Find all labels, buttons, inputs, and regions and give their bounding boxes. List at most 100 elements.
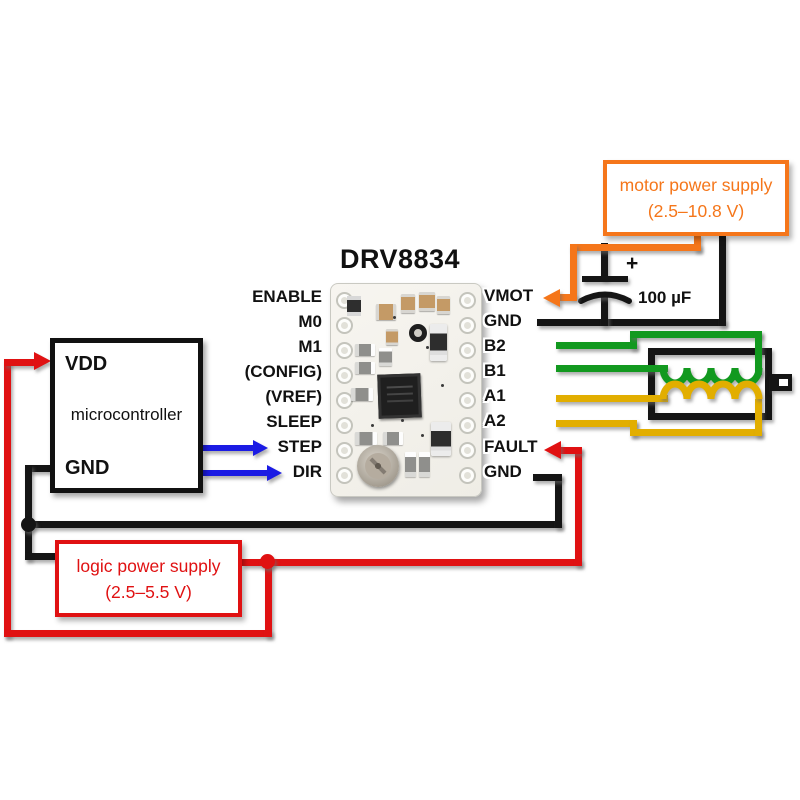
driver-gnd2-wire: [533, 474, 562, 481]
logic-power-branch-wire: [265, 559, 272, 637]
through-hole-pad: [459, 442, 476, 459]
motor-power-supply-range: (2.5–10.8 V): [647, 201, 745, 221]
smd-resistor: [430, 324, 447, 361]
smd-capacitor: [437, 296, 450, 314]
logic-supply-gnd-wire: [25, 553, 59, 560]
microcontroller-box: VDD microcontroller GND: [50, 338, 203, 493]
pin-label-a2: A2: [484, 411, 506, 430]
vmot-wire: [558, 294, 577, 301]
fault-arrow-icon: [544, 441, 561, 459]
pin-label-m0: M0: [298, 312, 322, 331]
logic-power-wire: [4, 359, 11, 637]
through-hole-pad: [336, 317, 353, 334]
smd-resistor: [383, 432, 403, 445]
capacitor-value-label: 100 µF: [638, 288, 692, 307]
through-hole-pad: [459, 467, 476, 484]
coil-b-green: [659, 367, 763, 387]
logic-power-supply-box: logic power supply (2.5–5.5 V): [55, 540, 242, 617]
current-limit-potentiometer: [357, 445, 399, 487]
capacitor-polarity-mark: +: [626, 252, 639, 275]
via-dot: [393, 316, 396, 319]
via-dot: [426, 346, 429, 349]
driver-ic-chip: [377, 373, 422, 419]
pin-label-b1: B1: [484, 361, 506, 380]
smd-resistor: [347, 296, 361, 316]
smd-resistor: [355, 362, 375, 374]
gnd-bus-wire: [25, 521, 562, 528]
step-arrow-icon: [253, 440, 268, 456]
mcu-gnd-pin-label: GND: [65, 457, 110, 479]
through-hole-pad: [459, 367, 476, 384]
vmot-wire-vertical: [570, 244, 577, 298]
through-hole-pad: [336, 442, 353, 459]
via-dot: [371, 424, 374, 427]
pin-label-fault: FAULT: [484, 437, 538, 456]
fault-wire-vertical: [575, 447, 582, 566]
driver-gnd2-vertical-wire: [555, 474, 562, 528]
pin-label-sleep: SLEEP: [266, 412, 322, 431]
smd-resistor: [355, 432, 377, 445]
motor-supply-output-wire: [694, 235, 701, 251]
pin-label-vref: (VREF): [265, 387, 322, 406]
via-dot: [441, 384, 444, 387]
pin-label-b2: B2: [484, 336, 506, 355]
coil-a-yellow: [659, 380, 763, 400]
pin-label-a1: A1: [484, 386, 506, 405]
capacitor-negative-plate: [578, 291, 632, 304]
board-title: DRV8834: [339, 244, 461, 274]
smd-capacitor: [376, 304, 396, 320]
b1-wire: [556, 365, 668, 372]
motor-power-supply-name: motor power supply: [619, 175, 773, 195]
through-hole-pad: [336, 417, 353, 434]
through-hole-pad: [459, 317, 476, 334]
logic-power-supply-range: (2.5–5.5 V): [105, 582, 192, 602]
smd-capacitor: [419, 292, 435, 311]
through-hole-pad: [336, 467, 353, 484]
vdd-wire: [4, 359, 36, 366]
smd-resistor: [355, 344, 375, 356]
mcu-vdd-pin-label: VDD: [65, 353, 108, 375]
a1-wire: [556, 395, 668, 402]
capacitor-top-lead: [601, 243, 608, 280]
pin-label-gnd-top: GND: [484, 311, 522, 330]
motor-supply-gnd-wire: [719, 235, 726, 326]
pin-label-enable: ENABLE: [252, 287, 322, 306]
vmot-wire-horizontal: [570, 244, 701, 251]
gnd-left-vertical-wire: [25, 465, 32, 560]
smd-resistor: [379, 348, 392, 366]
gnd-junction-dot: [21, 517, 36, 532]
b2-wire-riser: [630, 331, 637, 349]
stepper-motor-body: [648, 348, 772, 420]
logic-power-bottom-wire: [4, 630, 272, 637]
smd-capacitor: [401, 294, 415, 313]
a2-wire-bottom: [630, 429, 762, 436]
through-hole-pad: [336, 367, 353, 384]
smd-capacitor: [405, 452, 416, 477]
a2-wire-drop: [630, 420, 637, 436]
capacitor-bottom-lead: [601, 297, 608, 326]
motor-power-supply-box: motor power supply (2.5–10.8 V): [603, 160, 789, 236]
vmot-arrow-icon: [543, 289, 560, 307]
microcontroller-label: microcontroller: [70, 405, 183, 424]
b2-wire: [556, 342, 637, 349]
b2-wire-drop: [755, 331, 762, 375]
through-hole-pad: [459, 342, 476, 359]
dir-arrow-icon: [267, 465, 282, 481]
pin-label-m1: M1: [298, 337, 322, 356]
dir-wire: [203, 470, 269, 476]
logic-power-output-wire: [242, 559, 582, 566]
b2-wire-top: [630, 331, 762, 338]
through-hole-pad: [459, 292, 476, 309]
via-hole: [409, 324, 427, 342]
pin-label-step: STEP: [277, 437, 322, 456]
stepper-motor-shaft-notch: [779, 379, 788, 386]
a2-wire: [556, 420, 637, 427]
fault-wire: [558, 447, 582, 454]
mcu-gnd-wire: [25, 465, 55, 472]
logic-power-supply-name: logic power supply: [76, 556, 221, 576]
red-junction-dot: [260, 554, 275, 569]
a2-wire-riser: [755, 399, 762, 436]
through-hole-pad: [459, 417, 476, 434]
motor-coils: [659, 367, 763, 400]
